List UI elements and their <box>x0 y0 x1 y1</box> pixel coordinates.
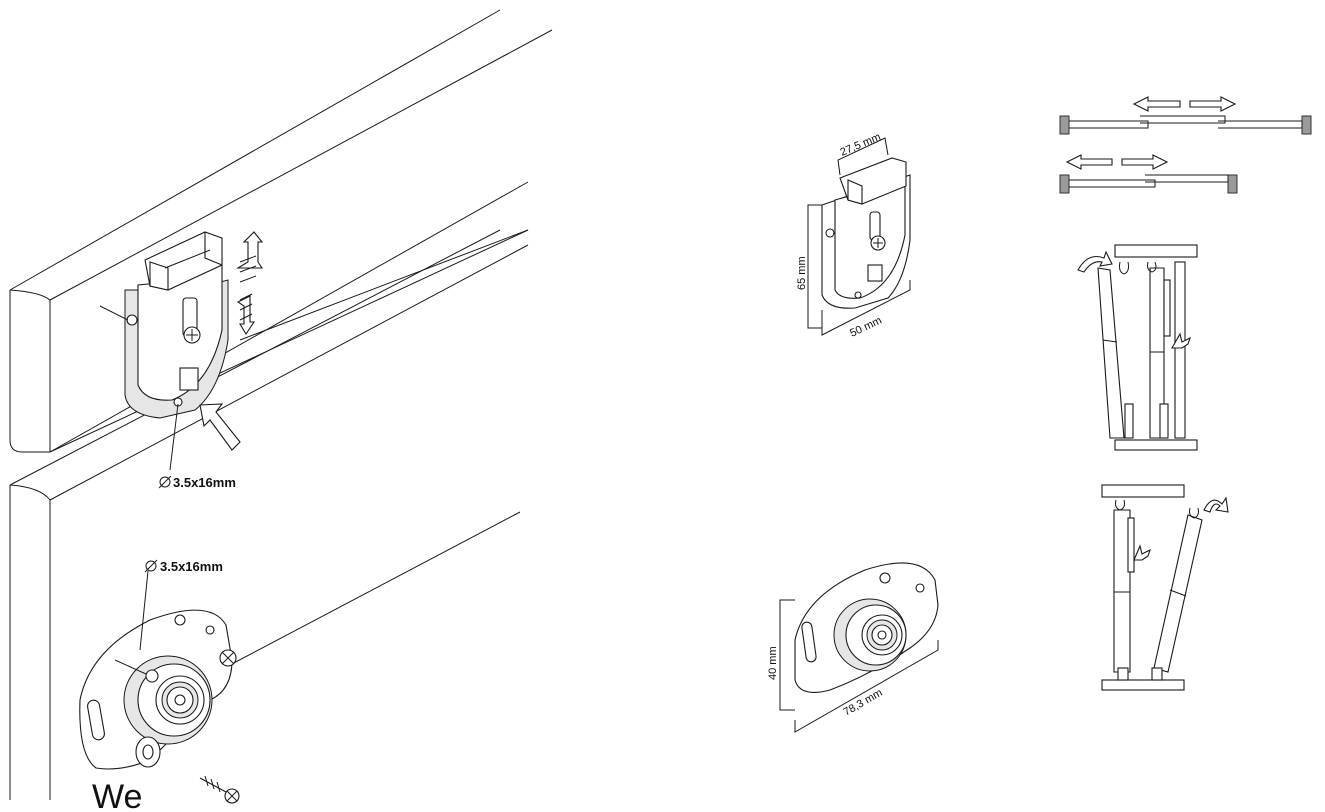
dimension-height: 65 mm <box>796 204 822 329</box>
dimension-roller-height: 40 mm <box>767 599 795 711</box>
dim-label-roller-width: 78,3 mm <box>842 687 885 719</box>
track-adjust-diagram-2 <box>1059 154 1238 194</box>
screw-callout-upper: 3.5x16mm <box>158 403 236 490</box>
guide-bracket-dimension-drawing <box>821 157 911 309</box>
washer-brand-mark: We <box>92 778 142 812</box>
guide-bracket-installed <box>99 231 229 419</box>
dim-label-top-width: 27,5 mm <box>838 131 882 159</box>
lower-door-panel <box>9 229 529 800</box>
screw-icon <box>199 775 240 804</box>
track-adjust-diagram-1 <box>1059 96 1312 135</box>
screw-callout-lower: 3.5x16mm <box>139 559 223 651</box>
screw-size-label-lower: 3.5x16mm <box>160 559 223 574</box>
door-install-step-2 <box>1101 484 1229 691</box>
roller-dimension-drawing <box>794 562 939 693</box>
door-install-step-1 <box>1077 244 1198 451</box>
washer-icon <box>135 736 161 768</box>
dim-label-roller-height: 40 mm <box>767 646 779 680</box>
dim-label-height: 65 mm <box>796 256 808 290</box>
adjust-arrows-icon <box>236 231 264 336</box>
pointer-arrow-icon <box>199 403 241 451</box>
upper-door-panel <box>9 9 553 453</box>
screw-size-label: 3.5x16mm <box>173 475 236 490</box>
roller-wheel-installed <box>79 609 237 770</box>
